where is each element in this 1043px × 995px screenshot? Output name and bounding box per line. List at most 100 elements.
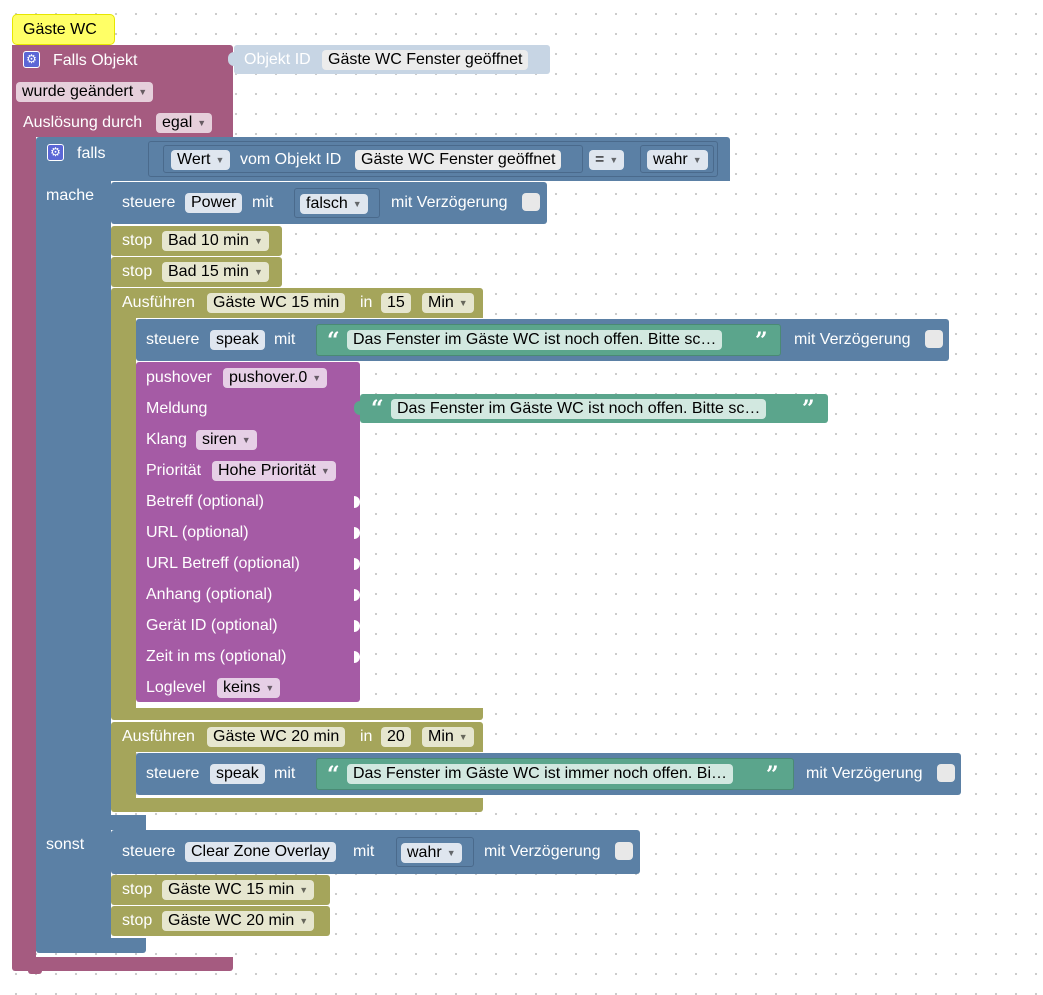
chevron-down-icon: ▼ [609,155,619,165]
pushover-message-text[interactable]: Das Fenster im Gäste WC ist noch offen. … [391,399,767,419]
pushover-block[interactable] [136,362,360,702]
pushover-url-socket[interactable] [354,527,360,539]
chevron-down-icon: ▼ [265,683,275,693]
control-overlay-bool-label: wahr [407,844,442,862]
object-id-block[interactable]: Objekt ID Gäste WC Fenster geöffnet [234,45,550,74]
trigger-by-value: egal [162,114,193,132]
stop-wc-15-label: stop [122,881,153,898]
chevron-down-icon: ▼ [320,466,330,476]
pushover-sound-dropdown[interactable]: siren▼ [196,430,257,450]
pushover-subject-socket[interactable] [354,496,360,508]
comment-bubble[interactable]: Gäste WC [12,14,115,45]
timer-15-spine [111,318,136,710]
stop-wc-20-value: Gäste WC 20 min [168,912,295,930]
if-gear-icon[interactable]: ⚙ [47,144,64,161]
condition-object-field[interactable]: Gäste WC Fenster geöffnet [355,150,562,170]
timer-15-amount[interactable]: 15 [381,293,411,313]
chevron-down-icon: ▼ [312,373,322,383]
speak-20-delay-checkbox[interactable] [937,764,955,782]
trigger-block-tab [28,968,42,974]
condition-operator-dropdown[interactable]: =▼ [589,150,625,170]
control-overlay-delay-checkbox[interactable] [615,842,633,860]
pushover-loglevel-label: Loglevel [146,679,206,696]
chevron-down-icon: ▼ [446,848,456,858]
control-power-label: steuere [122,194,176,211]
control-overlay-bool-dropdown[interactable]: wahr ▼ [401,843,462,863]
close-quote-icon: ” [755,328,768,354]
trigger-by-dropdown[interactable]: egal ▼ [156,113,213,133]
open-quote-icon: “ [327,762,340,788]
speak-15-target[interactable]: speak [210,330,265,350]
trigger-title: Falls Objekt [53,52,138,69]
stop-bad-10-dropdown[interactable]: Bad 10 min▼ [162,231,269,251]
pushover-url-label: URL (optional) [146,524,249,541]
control-overlay-delay-label: mit Verzögerung [484,843,601,860]
chevron-down-icon: ▼ [241,435,251,445]
speak-20-with-label: mit [274,765,296,782]
changed-dropdown[interactable]: wurde geändert▼ [16,82,154,102]
timer-20-amount[interactable]: 20 [381,727,411,747]
timer-15-footer [111,708,483,720]
open-quote-icon: “ [327,328,340,354]
if-block-footer [36,938,146,953]
chevron-down-icon: ▼ [352,199,362,209]
pushover-attachment-label: Anhang (optional) [146,586,273,603]
close-quote-icon: ” [802,396,815,422]
control-overlay-with-label: mit [353,843,375,860]
timer-20-run-label: Ausführen [122,728,195,745]
pushover-sound-label: Klang [146,431,187,448]
speak-15-with-label: mit [274,331,296,348]
pushover-message-connector [354,401,360,415]
stop-bad-15-dropdown[interactable]: Bad 15 min▼ [162,262,269,282]
control-overlay-label: steuere [122,843,176,860]
trigger-gear-icon[interactable]: ⚙ [23,51,40,68]
condition-operator-label: = [595,151,605,169]
speak-20-target[interactable]: speak [210,764,265,784]
stop-bad-10-label: stop [122,232,153,249]
control-power-target[interactable]: Power [185,193,243,213]
trigger-block-footer [12,957,233,971]
pushover-loglevel-dropdown[interactable]: keins ▼ [217,678,281,698]
timer-20-name[interactable]: Gäste WC 20 min [207,727,346,747]
speak-15-control-label: steuere [146,331,200,348]
condition-value-dropdown[interactable]: Wert▼ [171,150,231,170]
pushover-label: pushover [146,369,212,386]
pushover-priority-label: Priorität [146,462,202,479]
stop-bad-10-value: Bad 10 min [168,232,249,250]
control-power-bool-dropdown[interactable]: falsch▼ [300,194,368,214]
speak-15-delay-checkbox[interactable] [925,330,943,348]
stop-bad-15-label: stop [122,263,153,280]
timer-15-name[interactable]: Gäste WC 15 min [207,293,346,313]
pushover-attachment-socket[interactable] [354,589,360,601]
speak-15-text[interactable]: Das Fenster im Gäste WC ist noch offen. … [347,330,723,350]
chevron-down-icon: ▼ [253,267,263,277]
timer-15-unit-dropdown[interactable]: Min▼ [422,293,474,313]
close-quote-icon: ” [766,762,779,788]
condition-bool-dropdown[interactable]: wahr▼ [647,150,708,170]
pushover-device-socket[interactable] [354,620,360,632]
condition-from-object-label: vom Objekt ID [240,151,342,168]
if-block-else-divider [36,815,146,830]
chevron-down-icon: ▼ [197,118,207,128]
speak-20-text[interactable]: Das Fenster im Gäste WC ist immer noch o… [347,764,734,784]
pushover-url-subject-socket[interactable] [354,558,360,570]
control-overlay-target[interactable]: Clear Zone Overlay [185,842,336,862]
control-power-delay-checkbox[interactable] [522,193,540,211]
timer-15-unit-value: Min [428,294,454,312]
pushover-time-socket[interactable] [354,651,360,663]
timer-20-in-label: in [360,728,373,745]
stop-wc-20-dropdown[interactable]: Gäste WC 20 min▼ [162,911,315,931]
control-power-with-label: mit [252,194,274,211]
stop-wc-15-dropdown[interactable]: Gäste WC 15 min▼ [162,880,315,900]
pushover-priority-dropdown[interactable]: Hohe Priorität▼ [212,461,336,481]
object-id-field[interactable]: Gäste WC Fenster geöffnet [322,50,529,70]
speak-20-control-label: steuere [146,765,200,782]
speak-20-delay-label: mit Verzögerung [806,765,923,782]
timer-15-run-label: Ausführen [122,294,195,311]
pushover-instance-value: pushover.0 [229,369,308,387]
pushover-loglevel-value: keins [223,679,261,697]
pushover-instance-dropdown[interactable]: pushover.0 ▼ [223,368,328,388]
timer-20-unit-dropdown[interactable]: Min▼ [422,727,474,747]
chevron-down-icon: ▼ [692,155,702,165]
chevron-down-icon: ▼ [215,155,225,165]
